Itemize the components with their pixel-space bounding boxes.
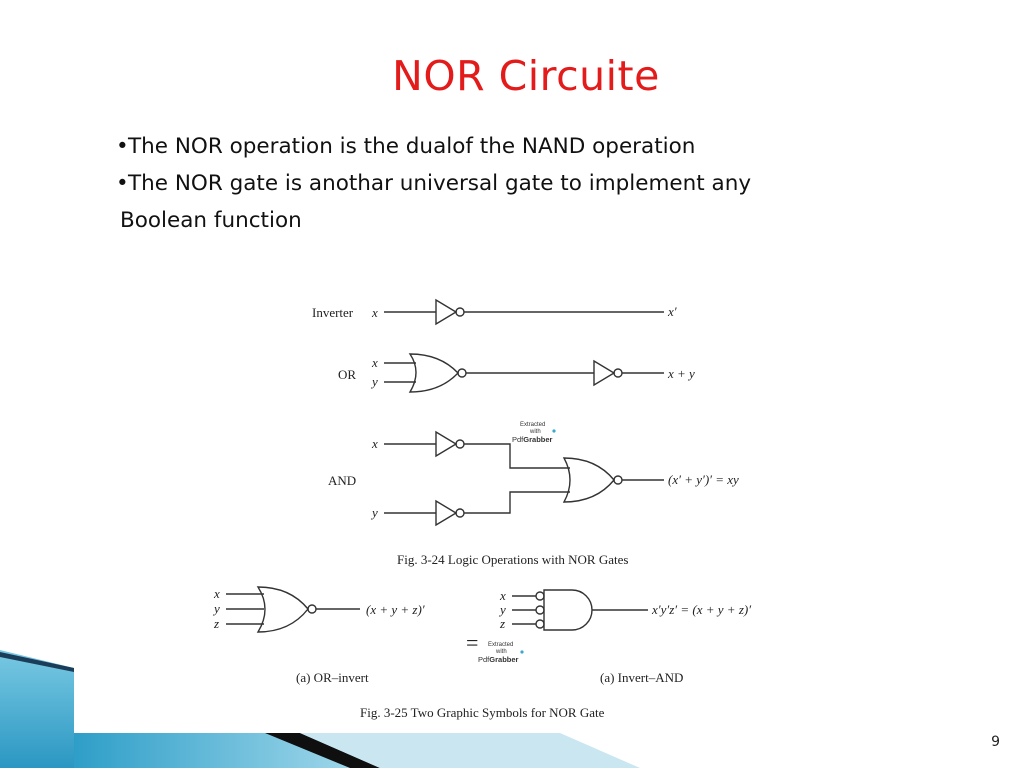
- slide-title: NOR Circuite: [392, 52, 660, 100]
- watermark-dot-icon: [520, 650, 524, 654]
- figure-2-caption: Fig. 3-25 Two Graphic Symbols for NOR Ga…: [360, 705, 605, 720]
- bullet-item: •The NOR gate is anothar universal gate …: [116, 165, 896, 202]
- label-x: x: [371, 355, 378, 370]
- pdfgrabber-watermark: Extracted with PdfGrabber: [478, 642, 524, 664]
- watermark-brand: PdfGrabber: [512, 435, 553, 444]
- watermark-line: with: [529, 429, 541, 435]
- watermark-line: Extracted: [520, 422, 545, 428]
- watermark-dot-icon: [552, 429, 556, 433]
- bullet-item: •The NOR operation is the dualof the NAN…: [116, 128, 896, 165]
- label-y: y: [212, 601, 220, 616]
- equals-sign: =: [466, 630, 478, 655]
- label-y: y: [498, 602, 506, 617]
- label-or-invert-output: (x + y + z)′: [366, 602, 425, 617]
- bullet-dot-icon: •: [116, 171, 129, 196]
- label-x: x: [371, 305, 378, 320]
- page-number: 9: [991, 734, 1000, 750]
- bullet-text: The NOR gate is anothar universal gate t…: [128, 171, 752, 196]
- bullet-text: The NOR operation is the dualof the NAND…: [128, 134, 696, 159]
- label-invert-and-output: x′y′z′ = (x + y + z)′: [651, 602, 751, 617]
- figure-2-diagram: x y z (x + y + z)′ x y z x′y′z′ = (x + y…: [212, 586, 751, 720]
- figure-1-caption: Fig. 3-24 Logic Operations with NOR Gate…: [397, 552, 628, 567]
- subcaption-or-invert: (a) OR–invert: [296, 670, 369, 685]
- label-y: y: [370, 374, 378, 389]
- label-or: OR: [338, 367, 356, 382]
- watermark-line: with: [495, 649, 507, 655]
- pdfgrabber-watermark: Extracted with PdfGrabber: [512, 422, 556, 444]
- label-inverter: Inverter: [312, 305, 354, 320]
- figure-1-diagram: Inverter x x′ OR x y x + y AND x y (x′ +…: [312, 298, 739, 567]
- label-and-result: (x′ + y′)′ = xy: [668, 472, 739, 487]
- label-x: x: [213, 586, 220, 601]
- label-z: z: [499, 616, 505, 631]
- figure-logic-operations-nor: Inverter x x′ OR x y x + y AND x y (x′ +…: [312, 290, 762, 572]
- bullet-continuation: Boolean function: [120, 208, 302, 233]
- label-z: z: [213, 616, 219, 631]
- watermark-line: Extracted: [488, 642, 513, 648]
- watermark-brand: PdfGrabber: [478, 655, 519, 664]
- bullet-dot-icon: •: [116, 134, 129, 159]
- figure-nor-graphic-symbols: x y z (x + y + z)′ x y z x′y′z′ = (x + y…: [212, 582, 790, 722]
- label-y: y: [370, 505, 378, 520]
- subcaption-invert-and: (a) Invert–AND: [600, 670, 683, 685]
- label-and: AND: [328, 473, 356, 488]
- label-x-prime: x′: [667, 304, 677, 319]
- label-x: x: [499, 588, 506, 603]
- bullet-list: •The NOR operation is the dualof the NAN…: [116, 128, 896, 239]
- label-x: x: [371, 436, 378, 451]
- label-x-plus-y: x + y: [667, 366, 695, 381]
